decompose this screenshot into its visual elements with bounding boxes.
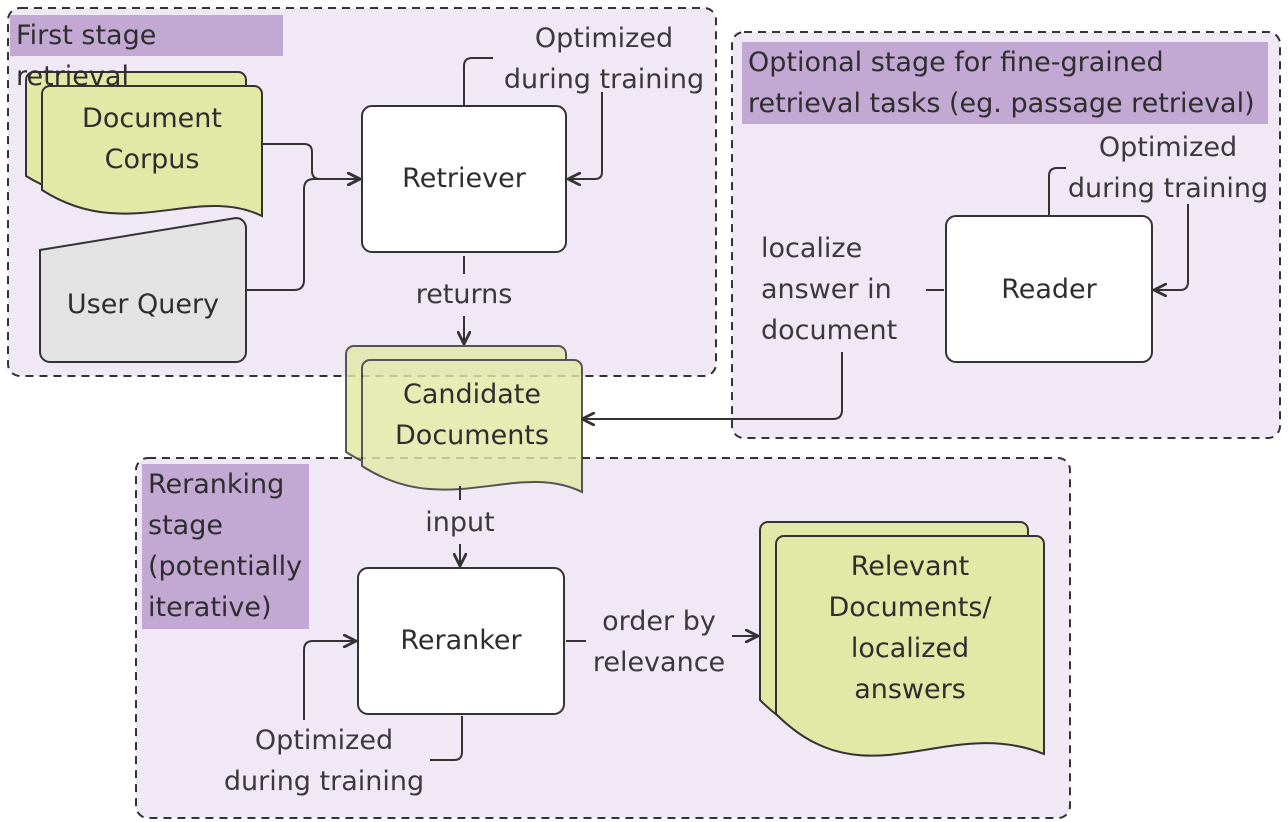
edge-query-to-retriever — [246, 179, 360, 291]
reader-label: Reader — [946, 269, 1152, 310]
corpus-line2: Corpus — [104, 144, 200, 175]
retriever-label: Retriever — [362, 158, 566, 199]
document-corpus-node — [25, 71, 263, 218]
relevant-line1: Relevant — [850, 551, 970, 582]
edge-retriever-optimized-loop — [463, 57, 493, 106]
first-stage-title: First stage retrieval — [10, 15, 283, 92]
optional-stage-title-line1: Optional stage for fine-grained — [748, 47, 1164, 78]
rerank-title-line2: stage — [148, 510, 223, 541]
relevant-line4: answers — [854, 674, 966, 705]
order-by-line1: order by — [602, 606, 716, 637]
rerank-title-line1: Reranking — [148, 469, 285, 500]
corpus-line1: Document — [82, 103, 222, 134]
returns-label: returns — [404, 274, 524, 315]
user-query-label: User Query — [40, 284, 246, 325]
returns-text: returns — [415, 279, 513, 310]
rerank-title-line3: (potentially — [148, 551, 303, 582]
edge-retriever-optimized-return — [568, 92, 603, 179]
reranker-optimized-line1: Optimized — [254, 725, 394, 756]
rerank-title-line4: iterative) — [148, 592, 272, 623]
reader-optimized-line1: Optimized — [1098, 132, 1238, 163]
candidate-documents-label: Candidate Documents — [362, 374, 582, 456]
order-by-line2: relevance — [592, 647, 726, 678]
reranker-label: Reranker — [358, 620, 564, 661]
first-stage-title-text: First stage retrieval — [16, 20, 157, 92]
optional-stage-title-line2: retrieval tasks (eg. passage retrieval) — [748, 88, 1255, 119]
edge-reranker-optimized-return — [303, 641, 356, 720]
reranker-optimized-label: Optimized during training — [214, 720, 434, 802]
order-by-relevance-label: order by relevance — [586, 601, 732, 683]
localize-line3: document — [761, 315, 898, 346]
reader-text: Reader — [1001, 274, 1097, 305]
relevant-line2: Documents/ — [828, 592, 992, 623]
input-label: input — [410, 502, 510, 543]
retriever-optimized-line1: Optimized — [534, 23, 674, 54]
edge-localize-to-candidates — [582, 352, 843, 419]
retriever-optimized-label: Optimized during training — [494, 18, 714, 100]
reranking-stage-title: Reranking stage (potentially iterative) — [142, 464, 309, 629]
localize-answer-label: localize answer in document — [761, 228, 921, 351]
reader-optimized-label: Optimized during training — [1058, 127, 1278, 209]
candidates-line1: Candidate — [402, 379, 542, 410]
optional-stage-title: Optional stage for fine-grained retrieva… — [742, 42, 1268, 124]
edge-reader-optimized-loop — [1048, 167, 1066, 216]
localize-line2: answer in — [761, 274, 892, 305]
edge-reader-optimized-return — [1154, 204, 1189, 290]
candidate-documents-node — [345, 345, 583, 494]
candidates-line2: Documents — [395, 420, 549, 451]
document-corpus-label: Document Corpus — [42, 98, 262, 180]
reranker-text: Reranker — [400, 625, 522, 656]
retriever-optimized-line2: during training — [503, 64, 705, 95]
retriever-text: Retriever — [402, 163, 526, 194]
reranker-node — [357, 567, 565, 715]
input-text: input — [425, 507, 495, 538]
user-query-text: User Query — [66, 289, 220, 320]
relevant-line3: localized — [850, 633, 970, 664]
user-query-node — [39, 216, 247, 363]
reader-optimized-line2: during training — [1067, 173, 1269, 204]
localize-line1: localize — [761, 233, 863, 264]
reranker-optimized-line2: during training — [223, 766, 425, 797]
edge-reranker-optimized-loop — [430, 716, 463, 761]
relevant-documents-label: Relevant Documents/ localized answers — [776, 546, 1044, 710]
relevant-documents-node — [759, 521, 1045, 757]
